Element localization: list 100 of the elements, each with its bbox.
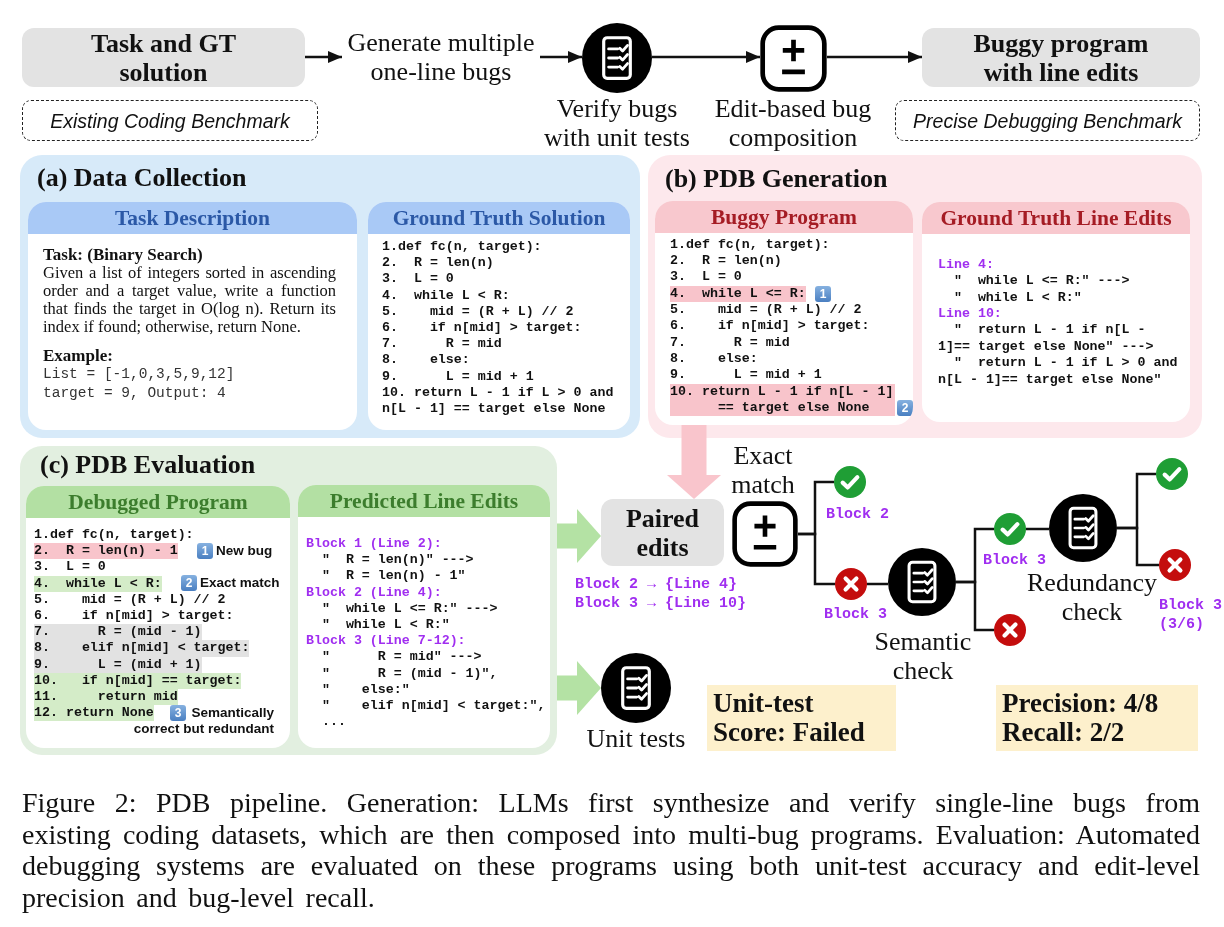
code-line: " while L <= R:" ---> xyxy=(953,273,1130,290)
note-label: New bug xyxy=(216,543,273,559)
content-card xyxy=(298,485,550,748)
code-line: " R = (mid - 1)", xyxy=(321,665,498,682)
connector-line xyxy=(1026,527,1049,531)
code-line: " else:" xyxy=(321,681,410,698)
code-line: " elif n[mid] < target:", xyxy=(321,697,546,715)
caption-label: Edit-based bug composition xyxy=(713,94,873,152)
block-arrow xyxy=(667,425,721,499)
score-panel: Unit-test Score: Failed xyxy=(707,685,896,751)
code-line: 8. else: xyxy=(670,350,758,368)
code-line: 6. if n[mid] > target: xyxy=(382,319,582,337)
plus-minus-icon xyxy=(760,25,827,92)
code-line: 4. while L < R: xyxy=(382,287,510,304)
block-label: Block 3 (3/6) xyxy=(1159,596,1223,634)
code-line: 1.def fc(n, target): xyxy=(34,526,194,544)
code-line: 2. R = len(n) xyxy=(382,255,494,272)
code-line: " R = mid" ---> xyxy=(321,649,482,666)
callout-number: 1 xyxy=(815,286,831,302)
code-line: 3. L = 0 xyxy=(670,269,742,286)
code-line: 10. return L - 1 if L > 0 and n[L - 1] == target else None xyxy=(382,384,615,418)
task-heading: Example: xyxy=(43,346,114,366)
arrow xyxy=(652,51,760,63)
arrow xyxy=(827,51,922,63)
check-icon xyxy=(834,466,866,498)
dashed-box: Precise Debugging Benchmark xyxy=(895,100,1200,141)
process-box: Task and GT solution xyxy=(22,28,305,87)
card-header: Buggy Program xyxy=(655,201,913,233)
panel-title: (b) PDB Generation xyxy=(665,164,888,194)
score-text: Recall: 2/2 xyxy=(1002,718,1126,747)
cross-icon xyxy=(835,568,867,600)
card-header: Task Description xyxy=(28,202,357,234)
note-label: correct but redundant xyxy=(133,721,274,737)
process-box: Paired edits xyxy=(601,499,724,566)
checklist-icon xyxy=(601,653,671,723)
process-box: Buggy program with line edits xyxy=(922,28,1200,87)
panel xyxy=(648,155,1202,438)
code-line: 1.def fc(n, target): xyxy=(382,238,542,256)
caption-label: Exact match xyxy=(730,441,796,499)
example-code: List = [-1,0,3,5,9,12] xyxy=(43,365,235,384)
content-card xyxy=(368,202,630,430)
callout-number: 2 xyxy=(897,400,913,416)
arrow xyxy=(305,51,342,63)
content-card xyxy=(655,201,913,425)
code-line: Block 3 (Line 7-12): xyxy=(306,633,466,650)
panel-title: (a) Data Collection xyxy=(37,163,247,193)
caption-label: Verify bugs with unit tests xyxy=(543,94,691,152)
panel xyxy=(20,155,640,438)
block-label: Block 3 xyxy=(983,551,1046,570)
callout-number: 2 xyxy=(181,575,197,591)
code-line: 5. mid = (R + L) // 2 xyxy=(34,591,226,608)
code-line: 8. else: xyxy=(382,352,470,369)
code-line: 9. L = mid + 1 xyxy=(670,367,822,384)
card-header: Ground Truth Solution xyxy=(368,202,630,234)
checklist-icon xyxy=(1049,494,1117,562)
caption-label: Unit tests xyxy=(585,724,687,753)
panel-title: (c) PDB Evaluation xyxy=(40,450,256,480)
note-label: Exact match xyxy=(200,575,280,591)
block-arrow xyxy=(557,661,601,715)
code-line: Line 4: xyxy=(938,256,994,274)
code-line: 7. R = mid xyxy=(670,334,790,351)
connector-line xyxy=(867,582,888,586)
figure-caption: Figure 2: PDB pipeline. Generation: LLMs first synthesize and verify single-line bugs from existing coding datasets, which are then composed into multi-bug programs. Evaluation: Automated debugging systems are evaluated on these programs using both unit-test accuracy and edit-level precision and bug-level recall. xyxy=(22,787,1200,913)
code-line: " R = len(n)" ---> xyxy=(321,552,474,569)
card-header: Predicted Line Edits xyxy=(298,485,550,517)
code-line: Block 1 (Line 2): xyxy=(306,535,442,553)
code-line: 5. mid = (R + L) // 2 xyxy=(382,303,574,320)
score-text: Precision: 4/8 xyxy=(1002,689,1160,718)
code-line: " R = len(n) - 1" xyxy=(321,568,466,585)
block-arrow xyxy=(557,509,601,563)
step-label: Generate multiple one-line bugs xyxy=(342,28,540,86)
code-line: 6. if n[mid] > target: xyxy=(670,318,870,335)
code-line: 7. R = mid xyxy=(382,336,502,353)
code-line: Block 2 (Line 4): xyxy=(306,584,442,601)
code-line: " while L <= R:" ---> xyxy=(321,600,498,617)
connector-line xyxy=(1117,526,1159,567)
code-line: " return L - 1 if L > 0 and n[L - 1]== target else None" xyxy=(938,355,1178,388)
code-line: 6. if n[mid] > target: xyxy=(34,607,234,625)
cross-icon xyxy=(1159,549,1191,581)
code-line: 3. L = 0 xyxy=(382,271,454,288)
checklist-icon xyxy=(582,23,652,93)
cross-icon xyxy=(994,614,1026,646)
block-label: Block 3 → {Line 10} xyxy=(575,594,747,613)
callout-number: 1 xyxy=(197,543,213,559)
task-text: Given a list of integers sorted in ascending order and a target value, write a function that finds the target in O(log n). Return its index if found; otherwise, return None. xyxy=(43,264,336,336)
caption-label: Semantic check xyxy=(873,627,973,685)
card-header: Debugged Program xyxy=(26,486,290,518)
block-label: Block 2 xyxy=(826,505,889,524)
card-header: Ground Truth Line Edits xyxy=(922,202,1190,234)
checklist-icon xyxy=(888,548,956,616)
block-label: Block 2 → {Line 4} xyxy=(575,575,738,594)
dashed-box: Existing Coding Benchmark xyxy=(22,100,318,141)
check-icon xyxy=(1156,458,1188,490)
plus-minus-icon xyxy=(732,501,798,567)
code-line: 9. L = mid + 1 xyxy=(382,368,534,385)
connector-line xyxy=(798,532,835,586)
code-line: 2. R = len(n) xyxy=(670,253,782,270)
code-line: 3. L = 0 xyxy=(34,559,106,576)
content-card xyxy=(922,202,1190,422)
callout-number: 3 xyxy=(170,705,186,721)
